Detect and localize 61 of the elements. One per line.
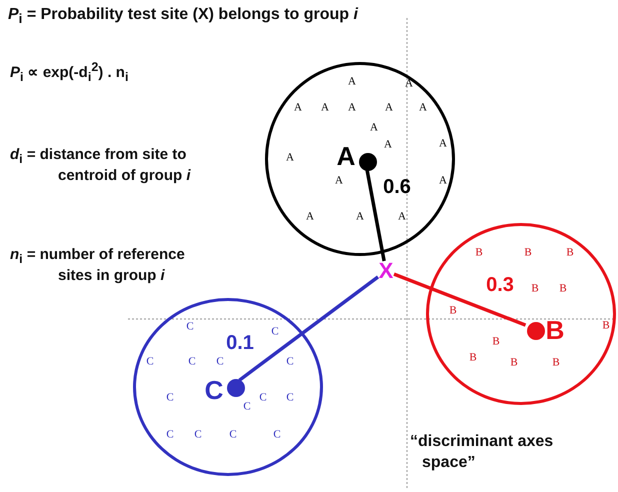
- edge-label: 0.6: [383, 177, 411, 197]
- centroid-label: B: [546, 317, 564, 343]
- connector-line: [393, 272, 526, 327]
- site-letter: A: [286, 152, 294, 164]
- site-letter: A: [306, 212, 314, 222]
- site-letter: B: [602, 320, 610, 332]
- site-letter: B: [559, 284, 567, 294]
- site-letter: A: [335, 176, 343, 186]
- site-letter: B: [510, 358, 518, 368]
- site-letter: C: [286, 392, 294, 404]
- site-letter: B: [492, 336, 500, 348]
- centroid-dot: [359, 153, 377, 171]
- centroid-label: C: [204, 377, 224, 403]
- site-letter: C: [166, 392, 174, 404]
- site-letter: B: [531, 284, 539, 294]
- site-letter: C: [243, 402, 251, 412]
- site-letter: C: [259, 392, 267, 404]
- site-letter: A: [398, 212, 406, 222]
- site-letter: A: [384, 140, 392, 150]
- site-letter: C: [229, 430, 237, 440]
- site-letter: C: [166, 430, 174, 440]
- group-circle: [265, 62, 455, 256]
- site-letter: A: [321, 102, 329, 114]
- group-circle: [133, 298, 323, 476]
- site-letter: A: [419, 102, 427, 114]
- site-letter: A: [356, 212, 364, 222]
- site-letter: B: [566, 248, 574, 258]
- centroid-label: A: [336, 143, 356, 169]
- group-circle: [426, 223, 616, 405]
- site-letter: B: [552, 358, 560, 368]
- site-letter: A: [348, 76, 356, 88]
- site-letter: A: [294, 102, 302, 114]
- connector-line: [238, 276, 380, 382]
- definition-text: n$_{i}$ = number of reference sites in group i: [10, 246, 186, 285]
- site-letter: C: [286, 356, 294, 368]
- note-text: “discriminant axes space”: [410, 432, 554, 473]
- definition-text: d$_{i}$ = distance from site to centroid of group i: [10, 146, 192, 185]
- site-letter: A: [370, 122, 378, 134]
- site-letter: C: [273, 430, 281, 440]
- site-letter: A: [439, 138, 447, 150]
- site-letter: C: [186, 322, 194, 332]
- formula-text: P$_{i}$ ∝ exp(-d$_{i}$$^{2}$) . n$_{i}$: [10, 60, 130, 85]
- site-letter: A: [348, 102, 356, 114]
- site-letter: A: [439, 176, 447, 186]
- site-letter: B: [469, 352, 477, 364]
- site-letter: B: [524, 248, 532, 258]
- site-letter: C: [194, 430, 202, 440]
- test-site-label: X: [378, 260, 394, 282]
- site-letter: C: [216, 356, 224, 368]
- site-letter: B: [475, 248, 483, 258]
- site-letter: B: [449, 306, 457, 316]
- site-letter: C: [271, 326, 279, 338]
- centroid-dot: [227, 379, 245, 397]
- site-letter: A: [405, 78, 413, 90]
- edge-label: 0.1: [226, 333, 254, 353]
- site-letter: C: [188, 356, 196, 368]
- site-letter: C: [146, 356, 154, 368]
- heading-text: P$_{i}$ = Probability test site (X) belongs to group i: [8, 6, 358, 26]
- site-letter: A: [385, 102, 393, 114]
- centroid-dot: [527, 322, 545, 340]
- edge-label: 0.3: [486, 275, 514, 295]
